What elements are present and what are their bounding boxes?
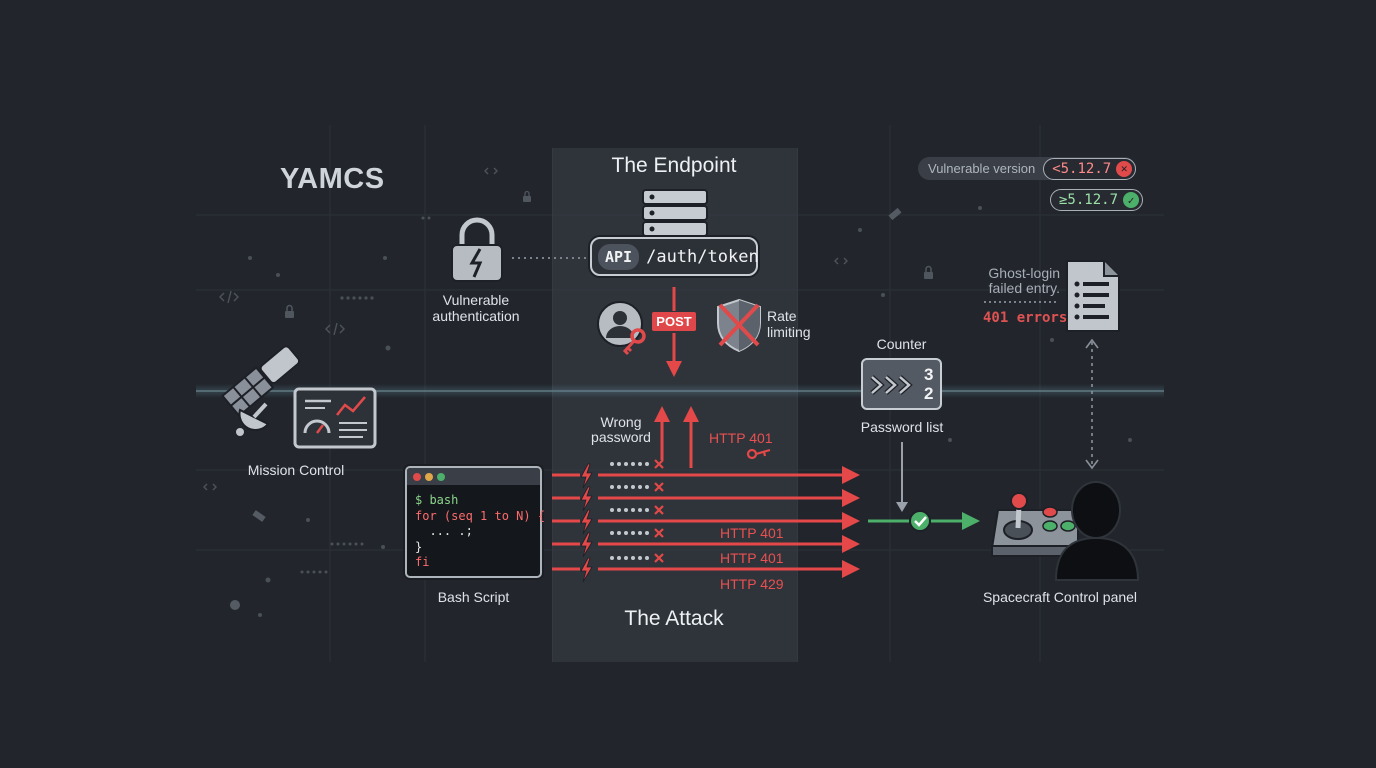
ghost-login-line1: Ghost-login bbox=[988, 265, 1060, 281]
wrong-password-label: Wrong password bbox=[580, 415, 662, 445]
vulnerable-auth-line1: Vulnerable bbox=[442, 292, 510, 308]
bash-line-2: for (seq 1 to N) { bbox=[415, 508, 546, 523]
network-boundary-line bbox=[196, 390, 1164, 392]
attack-title: The Attack bbox=[624, 607, 724, 630]
vulnerable-version-row: Vulnerable version <5.12.7 ✕ bbox=[918, 157, 1137, 180]
wrong-password-line2: password bbox=[591, 429, 651, 445]
vulnerable-auth-line2: authentication bbox=[432, 308, 520, 324]
fixed-version-tag: ≥5.12.7 ✓ bbox=[1050, 189, 1144, 211]
http-response-3: HTTP 401 bbox=[720, 550, 784, 566]
brand-title: YAMCS bbox=[280, 163, 385, 195]
counter-bottom: 2 bbox=[924, 384, 934, 403]
log-dots bbox=[984, 301, 1056, 303]
terminal-titlebar bbox=[407, 468, 540, 485]
http-response-2: HTTP 401 bbox=[720, 525, 784, 541]
bash-line-4: } bbox=[415, 539, 423, 554]
x-circle-icon: ✕ bbox=[1116, 160, 1133, 177]
joystick-icon bbox=[990, 492, 1079, 557]
http-response-1: HTTP 401 bbox=[709, 430, 773, 446]
maximize-dot bbox=[437, 472, 445, 481]
shield-x-icon bbox=[717, 298, 761, 353]
server-icon bbox=[642, 189, 708, 237]
attack-arrows bbox=[552, 406, 860, 583]
request-arrow bbox=[666, 287, 682, 377]
chevrons-icon bbox=[870, 375, 913, 395]
errors-label: 401 errors bbox=[983, 310, 1068, 326]
vulnerable-version-pill: Vulnerable version <5.12.7 ✕ bbox=[918, 157, 1137, 180]
http-response-4: HTTP 429 bbox=[720, 576, 784, 592]
success-arrow bbox=[868, 510, 980, 532]
password-list-label: Password list bbox=[860, 419, 944, 435]
operator-icon bbox=[1054, 481, 1140, 581]
bash-terminal: $ bash for (seq 1 to N) { ... .; } fi bbox=[405, 466, 546, 578]
api-endpoint-pill[interactable]: API /auth/token bbox=[590, 237, 759, 276]
user-key-icon bbox=[597, 301, 646, 356]
satellite-icon bbox=[221, 345, 301, 436]
document-icon bbox=[1066, 260, 1120, 332]
wrong-password-line1: Wrong bbox=[600, 414, 642, 430]
mission-control-label: Mission Control bbox=[247, 462, 345, 478]
minimize-dot bbox=[425, 472, 433, 481]
password-list-arrow bbox=[896, 442, 908, 512]
log-link-arrow bbox=[1085, 338, 1099, 470]
api-path: /auth/token bbox=[646, 246, 759, 267]
check-circle-icon: ✓ bbox=[1123, 192, 1140, 208]
counter-box: 3 2 bbox=[861, 358, 942, 410]
vulnerable-version-value: <5.12.7 bbox=[1052, 160, 1112, 177]
rate-limiting-label: Rate limiting bbox=[767, 308, 811, 340]
counter-label: Counter bbox=[876, 336, 927, 352]
bash-line-1: $ bash bbox=[415, 493, 459, 507]
terminal-body: $ bash for (seq 1 to N) { ... .; } fi bbox=[407, 485, 546, 571]
post-method-badge: POST bbox=[652, 312, 696, 331]
ghost-login-line2: failed entry. bbox=[988, 280, 1060, 296]
padlock-icon bbox=[451, 217, 503, 282]
api-tag: API bbox=[598, 243, 640, 270]
rate-limiting-line2: limiting bbox=[767, 324, 811, 340]
vulnerable-version-label: Vulnerable version bbox=[928, 161, 1036, 176]
bash-line-3: ... .; bbox=[415, 524, 473, 538]
vulnerable-version-tag: <5.12.7 ✕ bbox=[1043, 157, 1137, 180]
counter-top: 3 bbox=[924, 365, 934, 384]
endpoint-title: The Endpoint bbox=[611, 154, 737, 177]
auth-link-line bbox=[512, 257, 592, 259]
close-dot bbox=[413, 472, 421, 481]
rate-limiting-line1: Rate bbox=[767, 308, 797, 324]
ghost-login-label: Ghost-login failed entry. bbox=[960, 266, 1060, 296]
fixed-version-value: ≥5.12.7 bbox=[1059, 192, 1119, 208]
spacecraft-control-label: Spacecraft Control panel bbox=[982, 589, 1138, 605]
bash-script-label: Bash Script bbox=[437, 589, 510, 605]
bash-line-5: fi bbox=[415, 555, 430, 569]
monitor-chart-icon bbox=[293, 387, 377, 449]
vulnerable-auth-label: Vulnerable authentication bbox=[420, 292, 532, 324]
